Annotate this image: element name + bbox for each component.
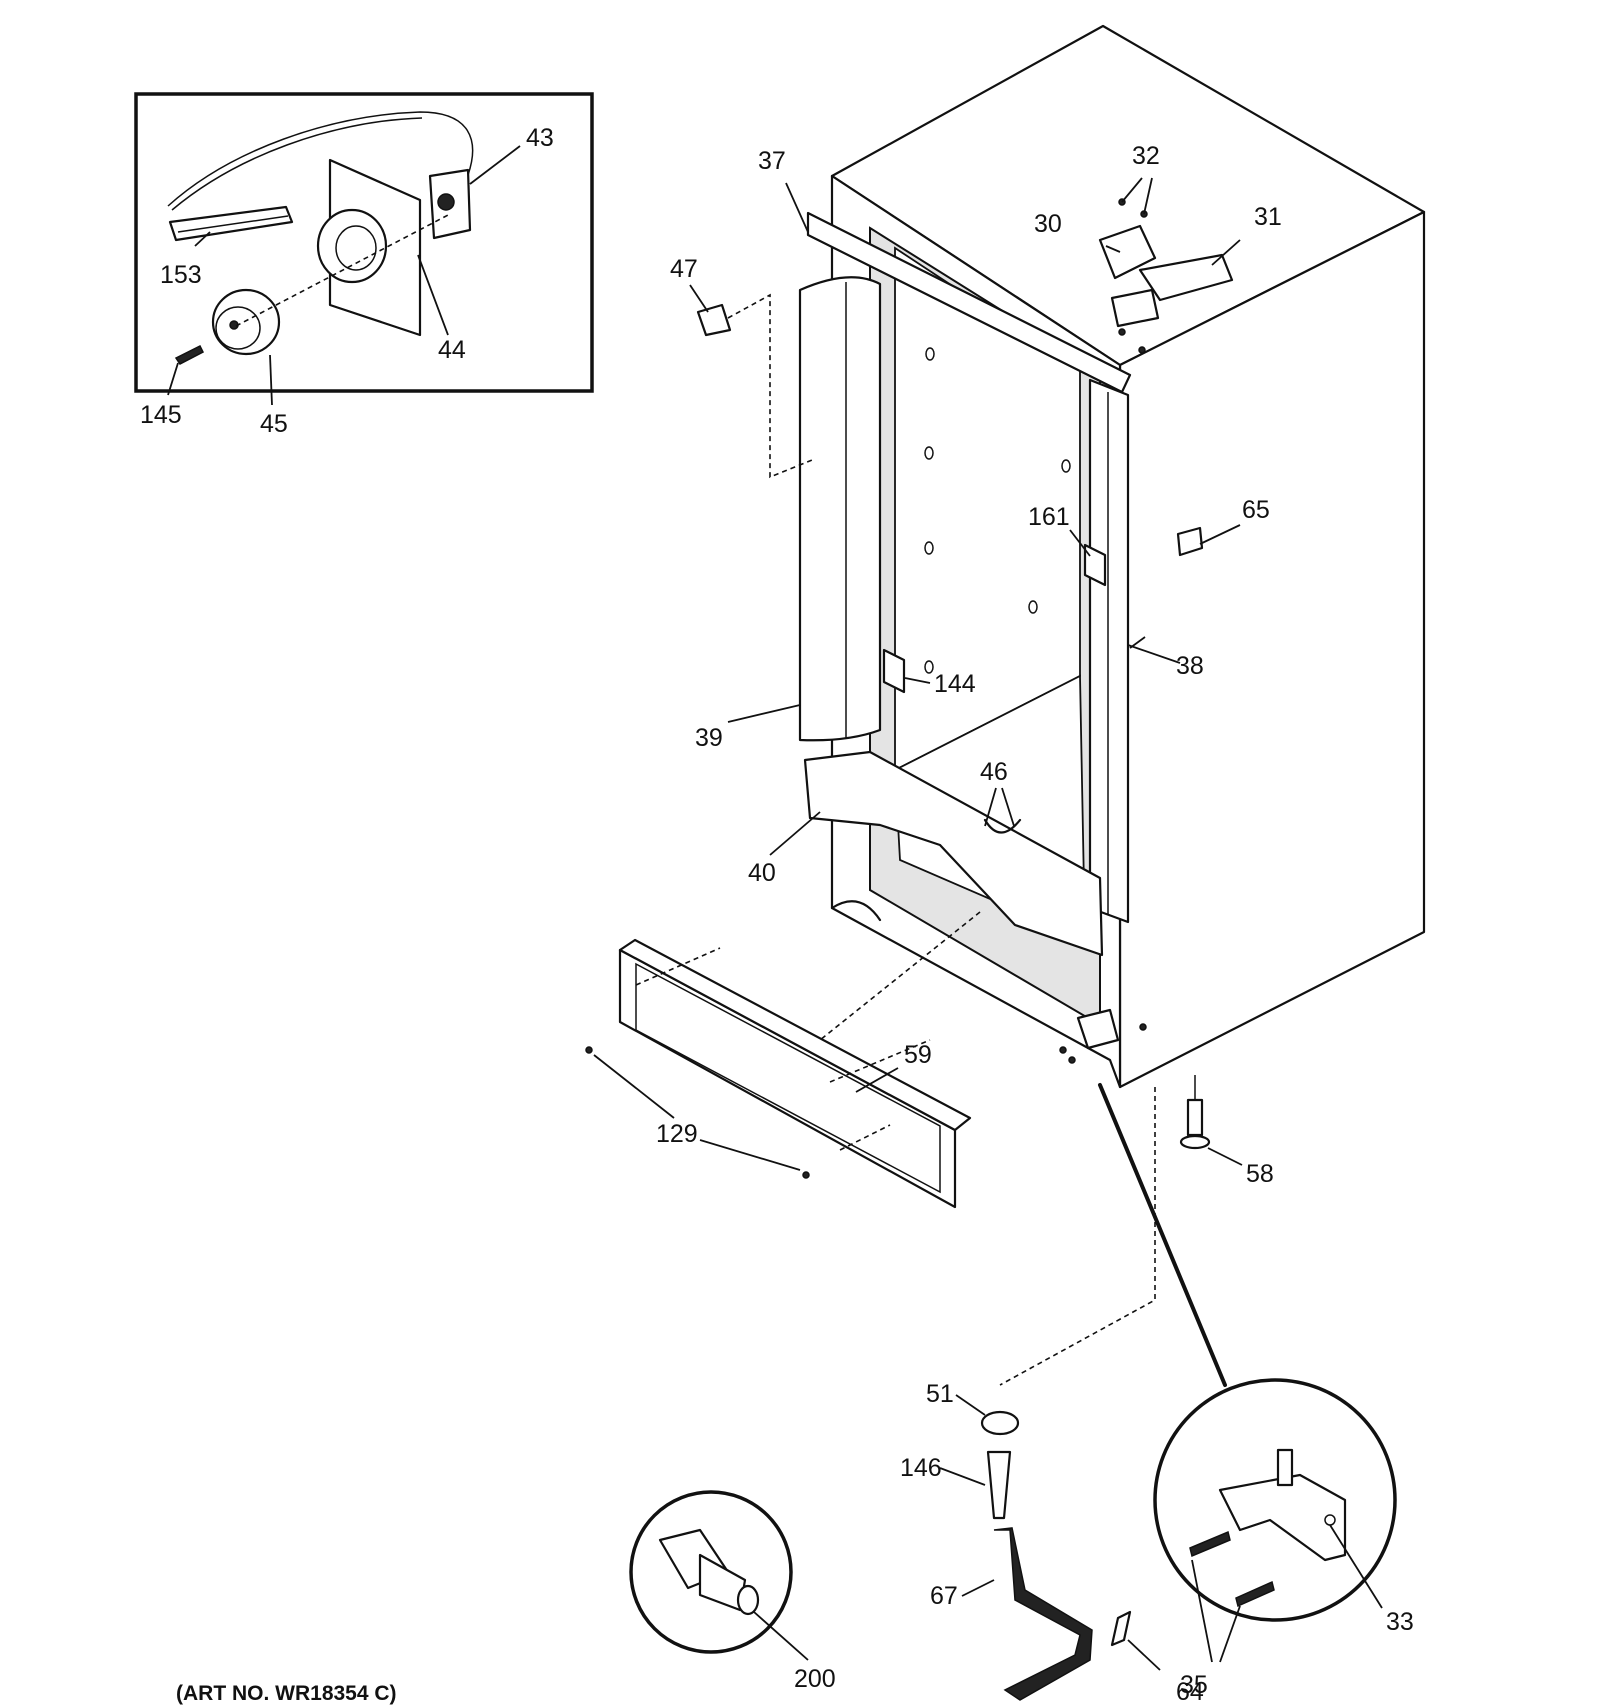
part-label-33: 33 — [1386, 1608, 1414, 1636]
part-label-153: 153 — [160, 261, 202, 289]
hinge-detail-inset — [1098, 1083, 1397, 1663]
part-label-67: 67 — [930, 1582, 958, 1610]
part-label-129: 129 — [656, 1120, 698, 1148]
part-label-35: 35 — [1180, 1671, 1208, 1699]
toe-grille — [585, 938, 972, 1209]
part-label-161: 161 — [1028, 503, 1070, 531]
part-label-39: 39 — [695, 724, 723, 752]
part-label-65: 65 — [1242, 496, 1270, 524]
part-label-64: 64 — [1176, 1678, 1204, 1706]
part-label-32: 32 — [1132, 142, 1160, 170]
art-number: (ART NO. WR18354 C) — [176, 1682, 397, 1705]
part-label-47: 47 — [670, 255, 698, 283]
part-number-labels: 43 153 44 145 45 37 32 30 31 47 161 65 3… — [140, 124, 1414, 1706]
light-assembly-inset — [134, 92, 594, 406]
part-label-45: 45 — [260, 410, 288, 438]
part-label-144: 144 — [934, 670, 976, 698]
part-label-37: 37 — [758, 147, 786, 175]
part-label-31: 31 — [1254, 203, 1282, 231]
part-label-40: 40 — [748, 859, 776, 887]
part-label-146: 146 — [900, 1454, 942, 1482]
part-label-200: 200 — [794, 1665, 836, 1693]
part-label-43: 43 — [526, 124, 554, 152]
drain-fitting-inset — [629, 1490, 809, 1661]
part-label-58: 58 — [1246, 1160, 1274, 1188]
freezer-cabinet — [689, 24, 1426, 1386]
part-label-51: 51 — [926, 1380, 954, 1408]
drain-assembly — [939, 1394, 1161, 1701]
part-label-59: 59 — [904, 1041, 932, 1069]
part-label-44: 44 — [438, 336, 466, 364]
part-label-30: 30 — [1034, 210, 1062, 238]
part-label-38: 38 — [1176, 652, 1204, 680]
part-label-145: 145 — [140, 401, 182, 429]
part-label-46: 46 — [980, 758, 1008, 786]
